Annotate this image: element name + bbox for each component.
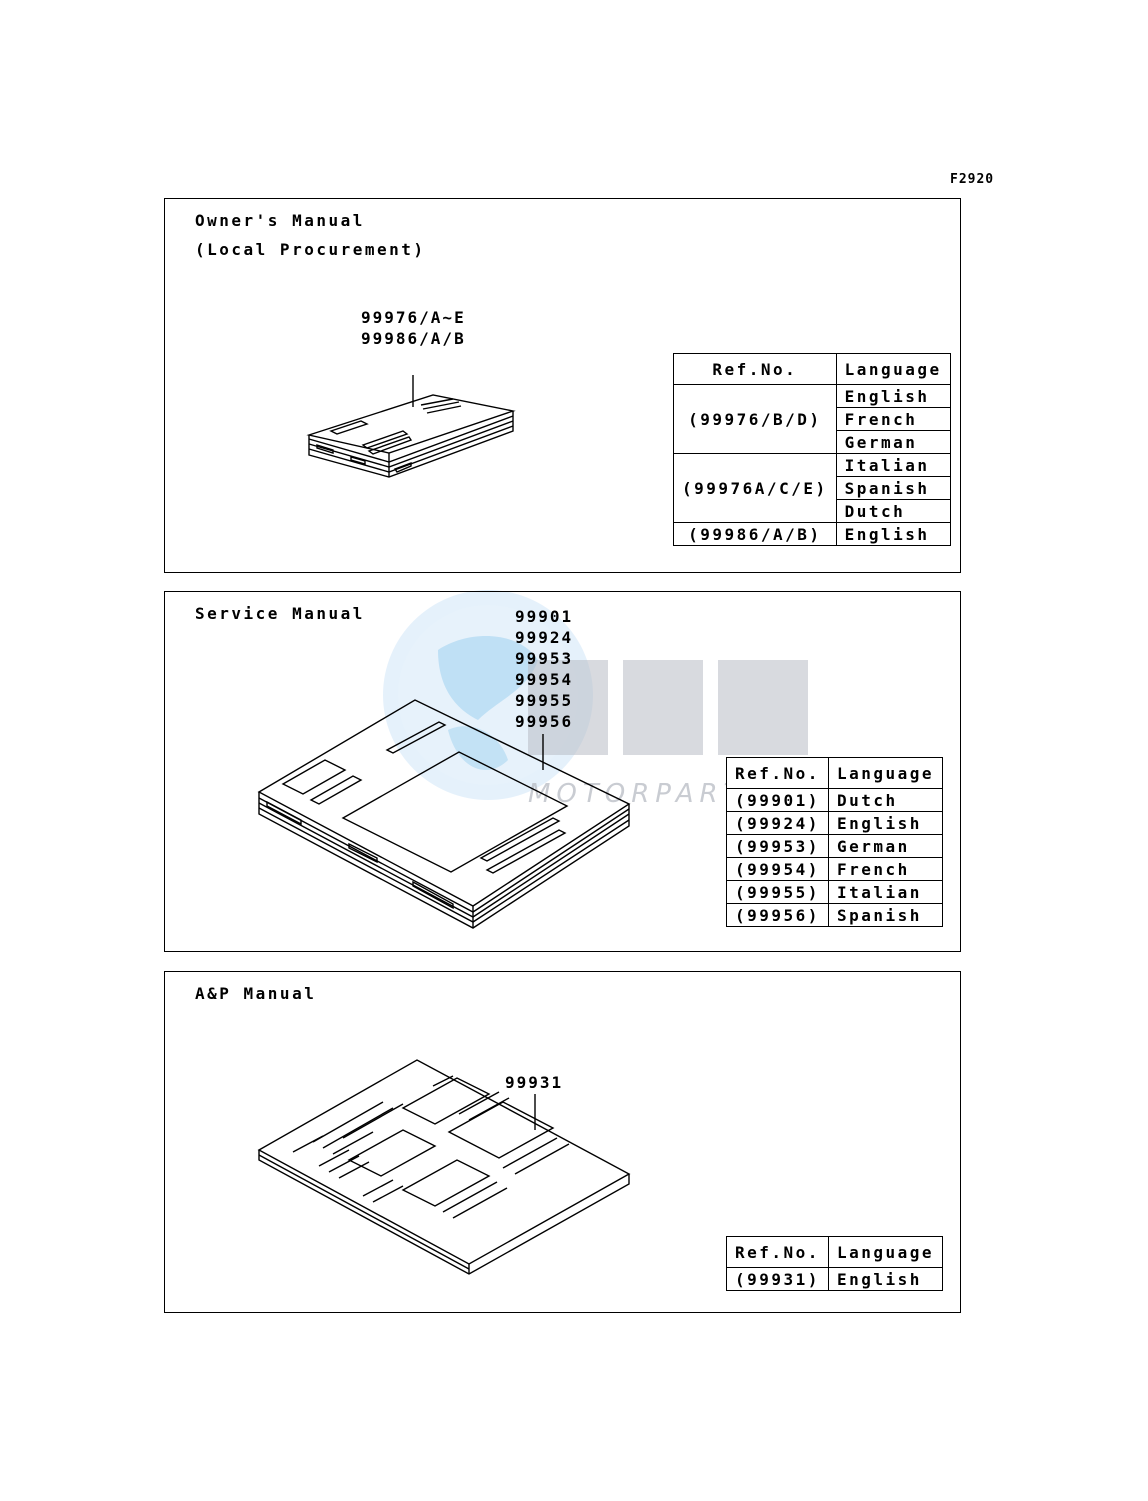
language-cell: Spanish — [835, 476, 951, 500]
language-table: Ref.No. Language (99931)English — [726, 1236, 944, 1291]
language-header: Language — [827, 757, 944, 789]
ap-manual-panel: A&P Manual 99931 — [164, 971, 961, 1313]
table-row: (99955)Italian — [726, 880, 944, 904]
panel-title-line-1: A&P Manual — [195, 984, 317, 1003]
part-number: 99976/A~E — [361, 308, 466, 327]
language-cell: English — [835, 384, 951, 408]
language-cell: English — [827, 1267, 944, 1291]
ref-no-header: Ref.No. — [726, 1236, 829, 1268]
table-row: French — [674, 407, 951, 431]
language-cell: English — [827, 811, 944, 835]
table-row: (99956)Spanish — [726, 903, 944, 927]
service-manual-illustration — [257, 699, 631, 929]
language-cell: French — [827, 857, 944, 881]
ref-no-cell: (99955) — [726, 880, 829, 904]
ref-no-cell: (99953) — [726, 834, 829, 858]
panel-title-line-2: (Local Procurement) — [195, 240, 426, 259]
part-number: 99931 — [505, 1073, 564, 1092]
language-cell: German — [835, 430, 951, 454]
language-header: Language — [835, 353, 951, 385]
table-row: (99976/B/D) English — [673, 384, 951, 454]
table-row: (99986/A/B) English — [673, 522, 951, 546]
owners-manual-panel: Owner's Manual (Local Procurement) 99976… — [164, 198, 961, 573]
table-header-row: Ref.No. Language — [726, 1236, 944, 1268]
panel-title-line-1: Owner's Manual — [195, 211, 365, 230]
ap-manual-illustration — [257, 1059, 631, 1275]
ref-no-cell: (99931) — [726, 1267, 829, 1291]
figure-code: F2920 — [950, 172, 995, 187]
part-number: 99986/A/B — [361, 329, 466, 348]
part-number: 99954 — [515, 670, 574, 689]
language-header: Language — [827, 1236, 944, 1268]
ref-no-cell: (99986/A/B) — [673, 522, 837, 546]
owners-manual-illustration — [306, 375, 516, 478]
ref-no-cell: (99976A/C/E) — [673, 453, 837, 523]
table-row: (99931)English — [726, 1267, 944, 1291]
ref-no-cell: (99956) — [726, 903, 829, 927]
table-row: (99954)French — [726, 857, 944, 881]
ref-no-cell: (99976/B/D) — [673, 384, 837, 454]
table-row: (99953)German — [726, 834, 944, 858]
language-table: Ref.No. Language (99901)Dutch (99924)Eng… — [726, 757, 944, 927]
table-row: (99901)Dutch — [726, 788, 944, 812]
panel-title-line-1: Service Manual — [195, 604, 365, 623]
part-number: 99924 — [515, 628, 574, 647]
table-row: German — [674, 430, 951, 454]
part-number: 99956 — [515, 712, 574, 731]
language-table: Ref.No. Language (99976/B/D) English Fre… — [673, 353, 951, 546]
ref-no-header: Ref.No. — [726, 757, 829, 789]
language-cell: English — [835, 522, 951, 546]
part-number: 99953 — [515, 649, 574, 668]
language-cell: Italian — [827, 880, 944, 904]
language-cell: German — [827, 834, 944, 858]
language-cell: Italian — [835, 453, 951, 477]
table-row: (99976A/C/E) Italian — [673, 453, 951, 523]
table-row: (99924)English — [726, 811, 944, 835]
table-header-row: Ref.No. Language — [726, 757, 944, 789]
part-number: 99901 — [515, 607, 574, 626]
ref-no-cell: (99954) — [726, 857, 829, 881]
service-manual-panel: Service Manual 99901 99924 99953 99954 9… — [164, 591, 961, 952]
ref-no-cell: (99901) — [726, 788, 829, 812]
language-cell: Dutch — [827, 788, 944, 812]
ref-no-header: Ref.No. — [673, 353, 837, 385]
table-header-row: Ref.No. Language — [673, 353, 951, 385]
part-callout: 99901 99924 99953 99954 99955 99956 — [515, 606, 573, 732]
language-cell: Dutch — [835, 499, 951, 523]
language-cell: Spanish — [827, 903, 944, 927]
part-callout: 99976/A~E 99986/A/B — [361, 307, 466, 349]
language-cell: French — [835, 407, 951, 431]
part-callout: 99931 — [505, 1072, 563, 1093]
ref-no-cell: (99924) — [726, 811, 829, 835]
part-number: 99955 — [515, 691, 574, 710]
